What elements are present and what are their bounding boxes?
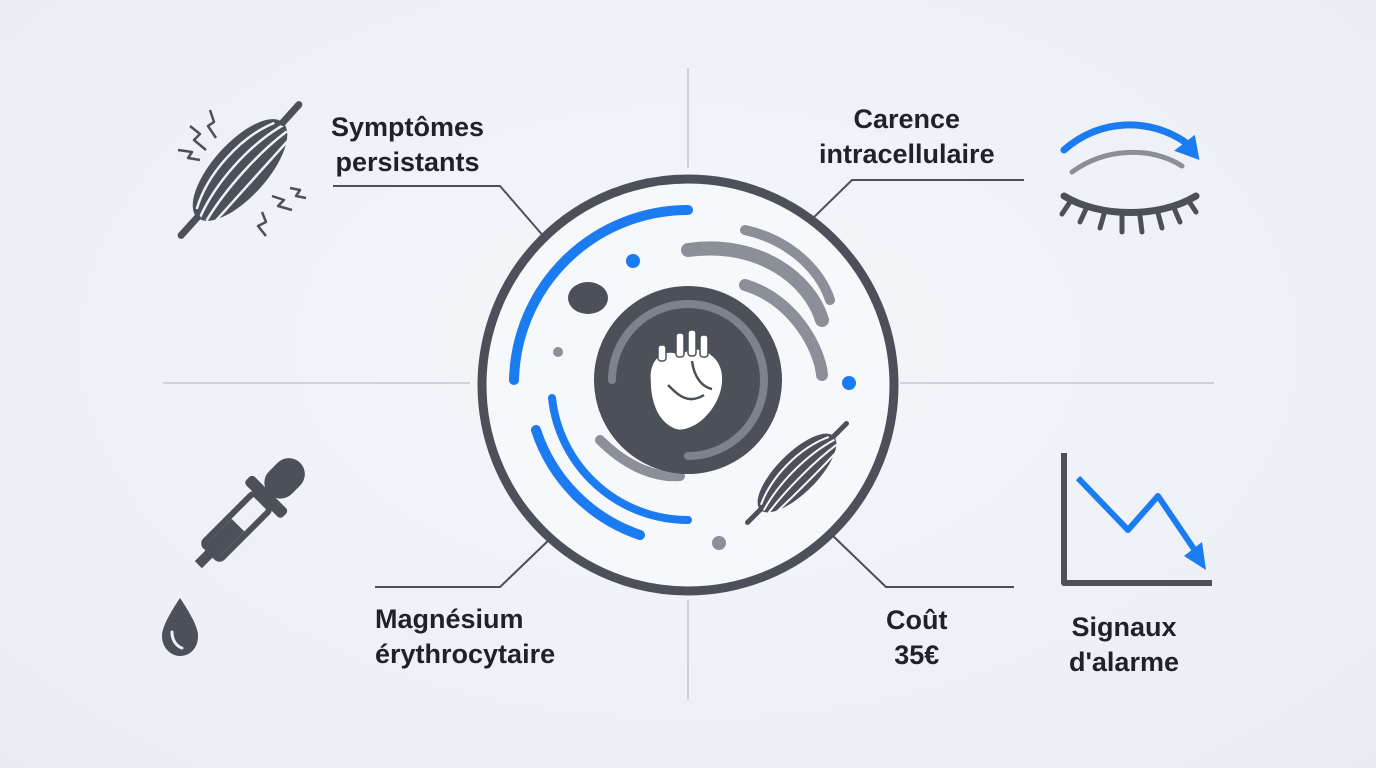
- leader-symptomes: [333, 185, 546, 239]
- muscle-fiber-icon: [745, 421, 849, 525]
- label-cout: Coût 35€: [886, 603, 947, 673]
- label-line: érythrocytaire: [375, 639, 556, 669]
- label-line: d'alarme: [1069, 647, 1179, 677]
- gray-organelle-arcs: [595, 225, 835, 482]
- gray-arc-3: [739, 279, 828, 381]
- gray-arc-4: [595, 435, 685, 482]
- cell: [477, 174, 899, 596]
- label-line: Signaux: [1071, 612, 1177, 642]
- quadrant-dividers: [163, 68, 1214, 700]
- organelle-blue-dot-2: [842, 376, 856, 390]
- label-carence-intracellulaire: Carence intracellulaire: [819, 102, 995, 172]
- label-line: Magnésium: [375, 604, 524, 634]
- gray-arc-2: [740, 225, 835, 305]
- muscle-cramp-icon: [177, 101, 307, 239]
- label-line: persistants: [335, 147, 480, 177]
- blue-arc-inner: [548, 394, 692, 524]
- blue-membrane-arcs: [509, 205, 693, 540]
- organelle-blue-dot-1: [626, 254, 640, 268]
- label-line: 35€: [894, 640, 940, 670]
- declining-chart-icon: [1061, 453, 1212, 586]
- label-line: Symptômes: [331, 112, 485, 142]
- label-line: intracellulaire: [819, 139, 995, 169]
- organelle-gray-dot-2: [712, 536, 726, 550]
- dropper-icon: [162, 458, 305, 656]
- organelle-gray-dot-1: [553, 347, 563, 357]
- gray-arc-1: [681, 241, 829, 327]
- organelle-dots: [553, 254, 856, 550]
- label-line: Carence: [853, 104, 961, 134]
- label-line: Coût: [886, 605, 948, 635]
- nucleus-inner-ring: [608, 300, 768, 460]
- eye-blink-icon: [1059, 121, 1200, 235]
- blue-arc-upper: [509, 205, 693, 385]
- heart-icon: [649, 329, 724, 431]
- blue-arc-outer: [531, 425, 645, 540]
- label-signaux-alarme: Signaux d'alarme: [1069, 610, 1179, 680]
- leader-cout: [831, 534, 1014, 588]
- label-magnesium-erythrocytaire: Magnésium érythrocytaire: [375, 602, 555, 672]
- label-symptomes-persistants: Symptômes persistants: [331, 110, 484, 180]
- organelle-dark: [568, 282, 608, 314]
